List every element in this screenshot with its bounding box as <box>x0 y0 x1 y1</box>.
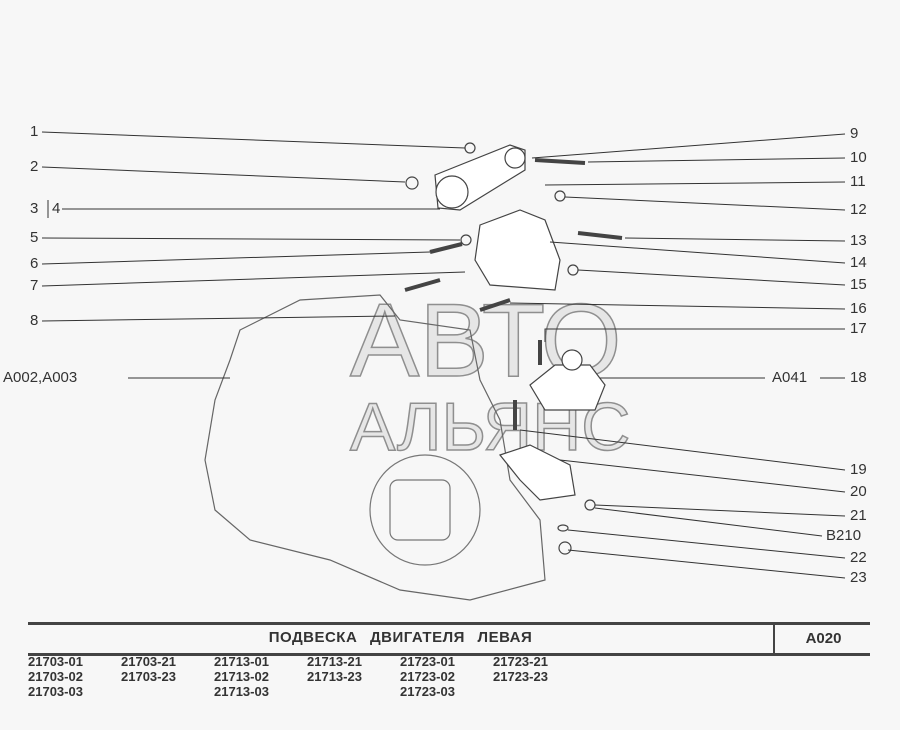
callout-8: 8 <box>30 312 39 329</box>
model-code: 21723-03 <box>400 684 455 699</box>
model-code: 21723-23 <box>493 669 548 684</box>
gearbox-flange <box>369 454 481 566</box>
callout-19: 19 <box>850 461 867 478</box>
diagram-drawing <box>41 131 846 601</box>
model-code: 21703-01 <box>28 654 83 669</box>
model-code: 21713-21 <box>307 654 362 669</box>
callout-15: 15 <box>850 276 867 293</box>
diagram-code: A020 <box>773 625 872 653</box>
callout-20: 20 <box>850 483 867 500</box>
callout-7: 7 <box>30 277 39 294</box>
model-code: 21723-21 <box>493 654 548 669</box>
callout-22: 22 <box>850 549 867 566</box>
callout-4: 4 <box>52 200 61 217</box>
model-code: 21723-02 <box>400 669 455 684</box>
callout-ref-a041[interactable]: A041 <box>772 369 808 386</box>
model-code: 21713-01 <box>214 654 269 669</box>
bracket-20 <box>498 444 576 501</box>
callout-1: 1 <box>30 123 39 140</box>
model-column: 21723-21 21723-23 <box>493 654 586 699</box>
callout-17: 17 <box>850 320 867 337</box>
model-code: 21713-03 <box>214 684 269 699</box>
model-column: 21713-21 21713-23 <box>307 654 400 699</box>
model-code: 21703-03 <box>28 684 83 699</box>
gearbox-housing <box>204 294 546 601</box>
model-column: 21703-21 21703-23 <box>121 654 214 699</box>
callout-ref-b210[interactable]: B210 <box>826 527 862 544</box>
model-list: 21703-01 21703-02 21703-03 21703-21 2170… <box>28 654 586 699</box>
callout-5: 5 <box>30 229 39 246</box>
callout-2: 2 <box>30 158 39 175</box>
callout-11: 11 <box>850 173 866 190</box>
callout-21: 21 <box>850 507 867 524</box>
engine-mount-18 <box>529 364 606 411</box>
callout-14: 14 <box>850 254 867 271</box>
callout-ref-a002-a003[interactable]: A002,A003 <box>3 369 78 386</box>
model-code: 21703-23 <box>121 669 176 684</box>
callout-12: 12 <box>850 201 867 218</box>
callout-9: 9 <box>850 125 859 142</box>
callout-16: 16 <box>850 300 867 317</box>
leader-lines <box>41 131 846 579</box>
model-code: 21703-02 <box>28 669 83 684</box>
callout-18: 18 <box>850 369 867 386</box>
model-code: 21713-02 <box>214 669 269 684</box>
model-code: 21703-21 <box>121 654 176 669</box>
bracket-14 <box>474 209 561 291</box>
callout-23: 23 <box>850 569 867 586</box>
callout-3: 3 <box>30 200 39 217</box>
model-column: 21703-01 21703-02 21703-03 <box>28 654 121 699</box>
model-column: 21723-01 21723-02 21723-03 <box>400 654 493 699</box>
gearbox-shaft <box>389 479 451 541</box>
callout-10: 10 <box>850 149 867 166</box>
callout-6: 6 <box>30 255 39 272</box>
model-code: 21713-23 <box>307 669 362 684</box>
title-bar: ПОДВЕСКА ДВИГАТЕЛЯ ЛЕВАЯ A020 <box>28 622 870 656</box>
model-code: 21723-01 <box>400 654 455 669</box>
callout-13: 13 <box>850 232 867 249</box>
model-column: 21713-01 21713-02 21713-03 <box>214 654 307 699</box>
diagram-title: ПОДВЕСКА ДВИГАТЕЛЯ ЛЕВАЯ <box>268 629 533 646</box>
